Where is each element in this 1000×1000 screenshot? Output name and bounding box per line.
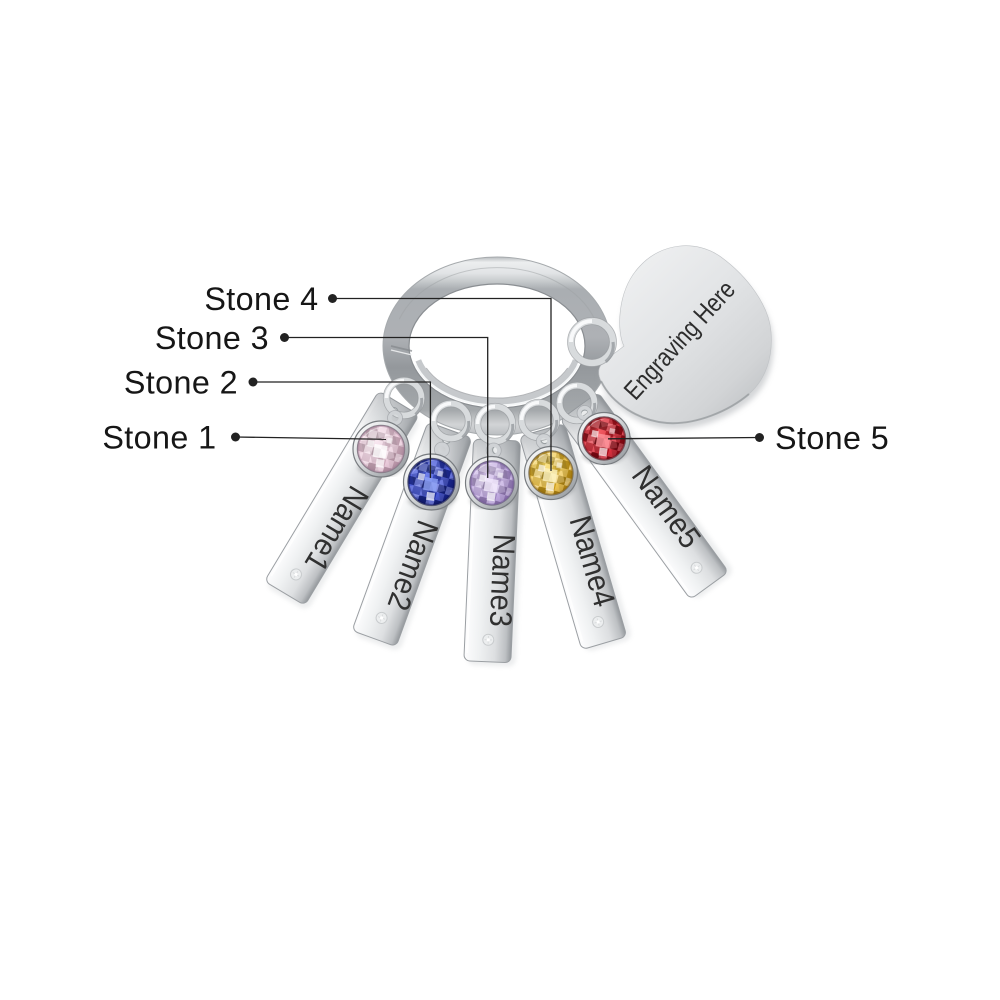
svg-text:Stone 2: Stone 2 [124, 365, 238, 401]
svg-text:Name3: Name3 [483, 533, 522, 627]
svg-text:Stone 1: Stone 1 [102, 420, 216, 456]
svg-text:Stone 5: Stone 5 [775, 420, 889, 456]
svg-text:Stone 3: Stone 3 [155, 320, 269, 356]
svg-text:Stone 4: Stone 4 [204, 281, 318, 317]
